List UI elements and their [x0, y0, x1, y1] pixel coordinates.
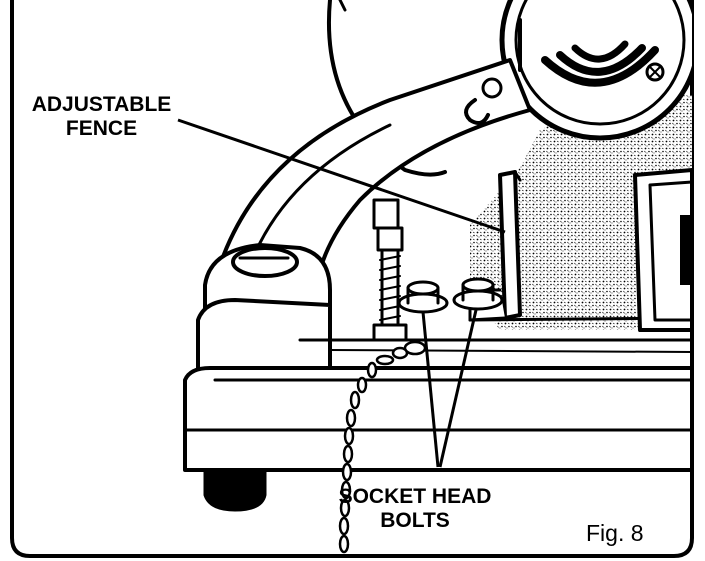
socket-head-bolt-right [452, 277, 504, 311]
figure-number: Fig. 8 [586, 520, 644, 546]
fence-label-line2: FENCE [65, 117, 138, 140]
motor-housing [499, 0, 692, 141]
fence-label-line1: ADJUSTABLE [31, 93, 172, 116]
rubber-foot [203, 468, 267, 512]
bolt-leader-line-right [438, 309, 478, 468]
chain [338, 340, 427, 554]
fence-leader-line [177, 118, 506, 234]
bolts-label-line1: SOCKET HEAD [338, 485, 492, 508]
depth-stop-bolt [372, 198, 408, 342]
bolts-label-line2: BOLTS [380, 509, 450, 532]
vise-clamp [633, 168, 692, 332]
figure-frame [10, 0, 694, 558]
saw-arm [218, 58, 532, 272]
adjustable-fence-label: ADJUSTABLE FENCE [14, 93, 189, 141]
socket-head-bolts-label: SOCKET HEAD BOLTS [326, 485, 504, 533]
socket-head-bolt-left [397, 280, 449, 314]
bolt-leader-line-left [421, 311, 440, 468]
